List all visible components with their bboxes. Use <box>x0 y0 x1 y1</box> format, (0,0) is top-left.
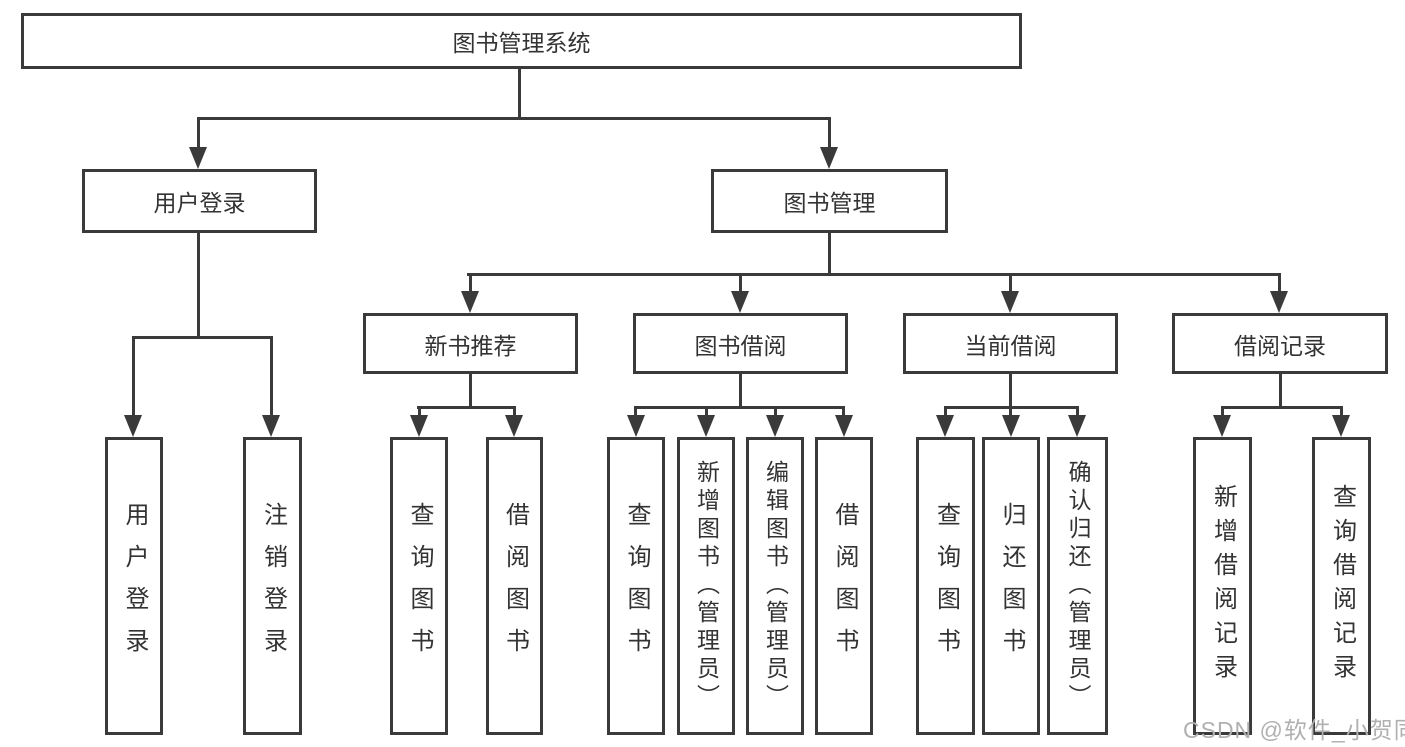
node-new-book-recommend-label: 新书推荐 <box>424 332 517 359</box>
leaf-query-books-3-label: 查询图书 <box>932 502 960 670</box>
leaf-logout: 注销登录 <box>243 437 302 735</box>
leaf-user-login-label: 用户登录 <box>121 502 148 670</box>
node-book-borrow-label: 图书借阅 <box>694 332 787 359</box>
connector-level2-bar <box>197 117 831 120</box>
connector-drop-book-mgmt <box>828 117 831 149</box>
arrow-head-borrow <box>731 291 749 313</box>
connector-new-book-stem <box>469 374 472 406</box>
leaf-return-books: 归还图书 <box>982 437 1040 735</box>
connector-drop-leaf <box>842 406 845 418</box>
arrow-head-leaf <box>627 415 645 437</box>
arrow-head-leaf <box>936 415 954 437</box>
connector-drop-leaf <box>1009 406 1012 418</box>
csdn-watermark: CSDN @软件_小贺同学 <box>1183 717 1405 743</box>
connector-drop-user-login <box>197 117 200 149</box>
connector-drop-leaf <box>132 336 135 416</box>
arrow-head-user-login <box>189 147 207 169</box>
arrow-head-records <box>1270 291 1288 313</box>
connector-borrow-bar <box>634 406 845 409</box>
connector-drop-leaf <box>944 406 947 418</box>
node-current-borrow-label: 当前借阅 <box>964 332 1057 359</box>
connector-drop-current <box>1009 273 1012 293</box>
connector-records-bar <box>1221 406 1343 409</box>
connector-drop-leaf <box>705 406 708 418</box>
connector-drop-leaf <box>1340 406 1343 418</box>
leaf-borrow-books-2-label: 借阅图书 <box>831 502 858 670</box>
arrow-head-leaf <box>1002 415 1020 437</box>
leaf-edit-books-admin: 编辑图书（管理员） <box>746 437 804 735</box>
node-book-borrow: 图书借阅 <box>633 313 848 374</box>
connector-borrow-stem <box>739 374 742 406</box>
connector-level3-bar <box>467 273 1281 276</box>
node-new-book-recommend: 新书推荐 <box>363 313 578 374</box>
leaf-add-books-admin: 新增图书（管理员） <box>677 437 735 735</box>
node-borrow-records: 借阅记录 <box>1172 313 1388 374</box>
connector-current-stem <box>1009 374 1012 406</box>
arrow-head-leaf <box>766 415 784 437</box>
arrow-head-leaf <box>410 415 428 437</box>
arrow-head-leaf <box>1068 415 1086 437</box>
leaf-user-login: 用户登录 <box>105 437 163 735</box>
arrow-head-leaf <box>1213 415 1231 437</box>
connector-drop-leaf <box>1221 406 1224 418</box>
node-root-label: 图书管理系统 <box>452 30 591 56</box>
arrow-head-leaf <box>697 415 715 437</box>
connector-drop-leaf <box>774 406 777 418</box>
connector-drop-leaf <box>634 406 637 418</box>
connector-drop-leaf <box>1076 406 1079 418</box>
node-root: 图书管理系统 <box>21 13 1022 69</box>
node-current-borrow: 当前借阅 <box>903 313 1118 374</box>
leaf-query-books-3: 查询图书 <box>916 437 975 735</box>
connector-drop-new-book <box>469 273 472 293</box>
node-borrow-records-label: 借阅记录 <box>1234 332 1326 359</box>
arrow-head-leaf <box>505 415 523 437</box>
connector-drop-borrow <box>739 273 742 293</box>
arrow-head-leaf <box>124 415 142 437</box>
connector-book-mgmt-stem <box>828 233 831 273</box>
leaf-confirm-return-admin-label: 确认归还（管理员） <box>1065 460 1091 712</box>
node-user-login: 用户登录 <box>82 169 317 233</box>
leaf-query-borrow-record: 查询借阅记录 <box>1312 437 1371 735</box>
leaf-query-books-1-label: 查询图书 <box>406 502 433 670</box>
connector-drop-leaf <box>513 406 516 418</box>
arrow-head-current <box>1001 291 1019 313</box>
leaf-borrow-books-2: 借阅图书 <box>815 437 873 735</box>
connector-records-stem <box>1279 374 1282 406</box>
leaf-query-borrow-record-label: 查询借阅记录 <box>1328 484 1356 688</box>
leaf-return-books-label: 归还图书 <box>998 502 1025 670</box>
connector-new-book-bar <box>417 406 515 409</box>
connector-drop-records <box>1278 273 1281 293</box>
node-user-login-label: 用户登录 <box>153 190 246 216</box>
leaf-logout-label: 注销登录 <box>259 502 287 670</box>
connector-user-login-bar <box>132 336 273 339</box>
node-book-management-label: 图书管理 <box>783 190 876 216</box>
arrow-head-new-book <box>461 291 479 313</box>
connector-drop-leaf <box>418 406 421 418</box>
arrow-head-leaf <box>262 415 280 437</box>
arrow-head-book-mgmt <box>820 147 838 169</box>
leaf-edit-books-admin-label: 编辑图书（管理员） <box>762 460 789 712</box>
leaf-query-books-2: 查询图书 <box>607 437 665 735</box>
arrow-head-leaf <box>1332 415 1350 437</box>
arrow-head-leaf <box>835 415 853 437</box>
leaf-add-borrow-record-label: 新增借阅记录 <box>1209 484 1237 688</box>
connector-drop-leaf <box>270 336 273 416</box>
leaf-add-books-admin-label: 新增图书（管理员） <box>693 460 720 712</box>
connector-root-stem <box>518 69 521 117</box>
leaf-query-books-1: 查询图书 <box>390 437 448 735</box>
connector-user-login-stem <box>197 233 200 336</box>
node-book-management: 图书管理 <box>711 169 948 233</box>
leaf-borrow-books-1-label: 借阅图书 <box>501 502 529 670</box>
leaf-borrow-books-1: 借阅图书 <box>486 437 543 735</box>
leaf-query-books-2-label: 查询图书 <box>623 502 650 670</box>
leaf-add-borrow-record: 新增借阅记录 <box>1193 437 1252 735</box>
leaf-confirm-return-admin: 确认归还（管理员） <box>1047 437 1108 735</box>
